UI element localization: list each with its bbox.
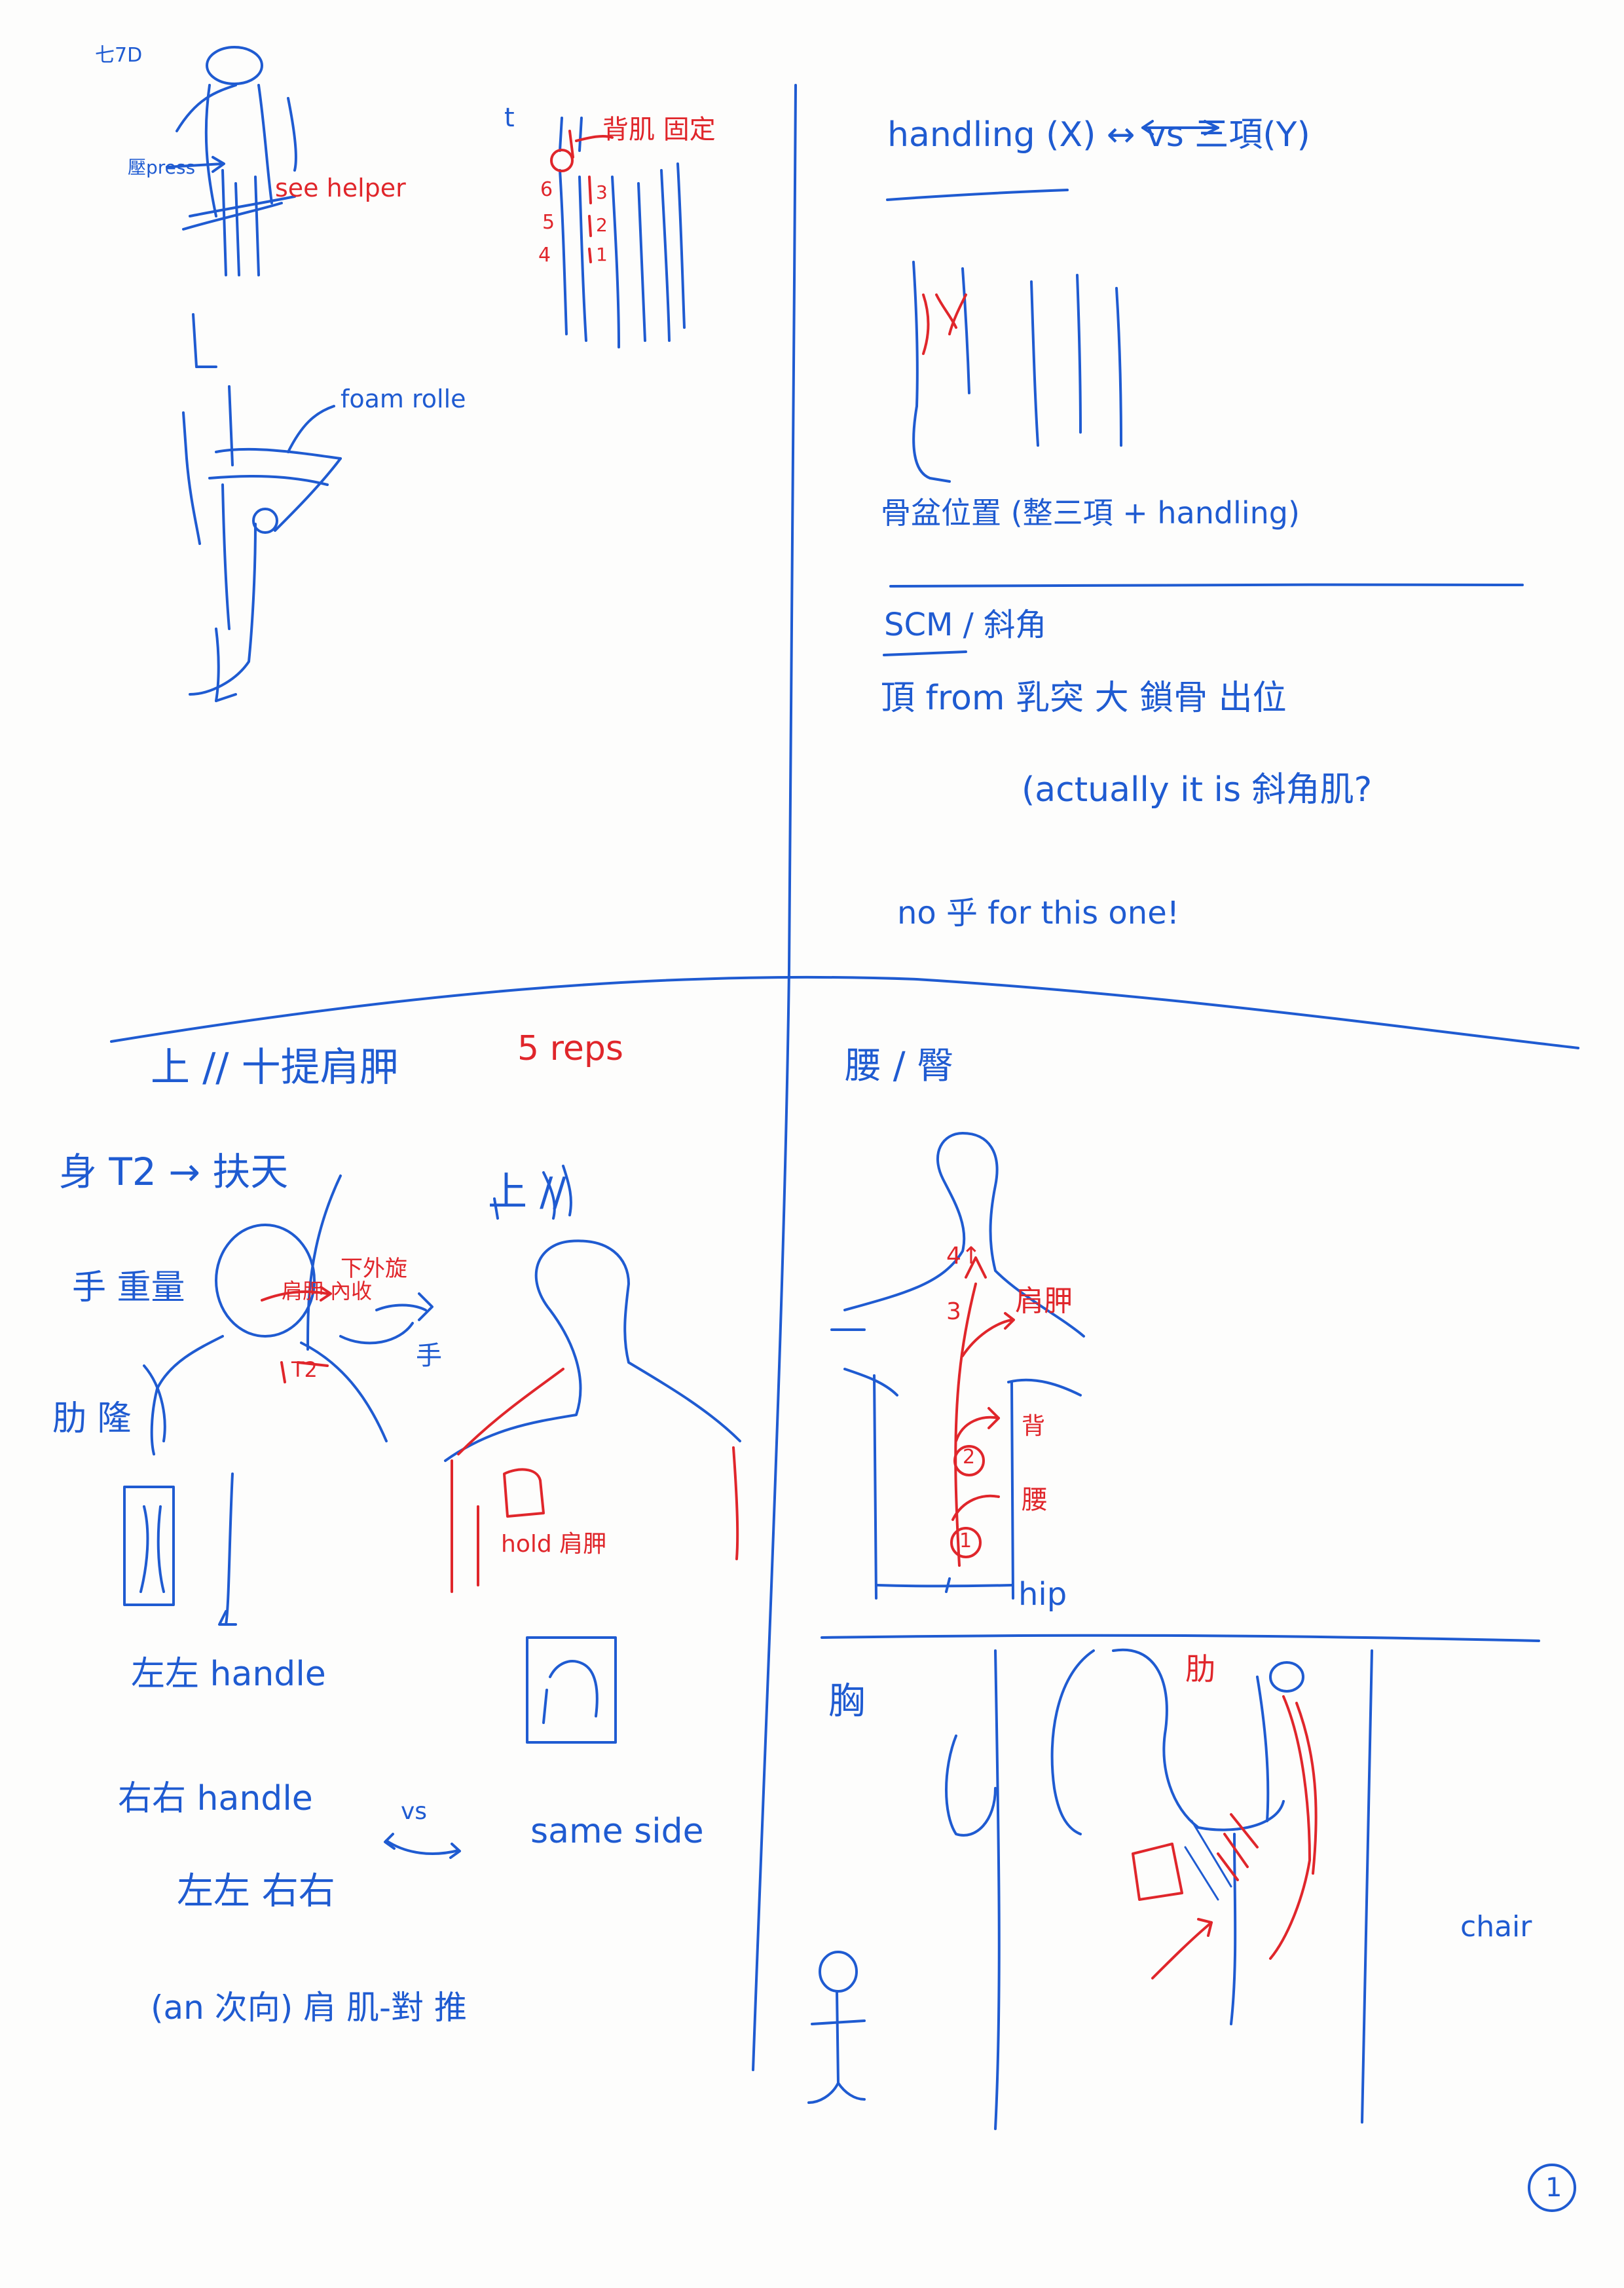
side-note-ribs: 肋 隆 <box>52 1399 132 1438</box>
spine-number-4: 4 <box>538 244 551 267</box>
press-note: 壓press <box>128 157 196 178</box>
scm-line-2: (actually it is 斜角肌? <box>1022 770 1373 810</box>
rib-number-1: 1 <box>596 244 608 265</box>
pelvis-red-marks <box>922 293 967 355</box>
back-label-4: 4↑ <box>946 1243 982 1269</box>
shoulder-label: 肩胛 <box>1015 1285 1073 1318</box>
page-number-circle <box>1528 2164 1576 2212</box>
lateral-label: 上 // <box>488 1169 566 1215</box>
foam-roller-sketch <box>182 313 342 702</box>
red-note-rotation: 下外旋 <box>341 1256 407 1282</box>
bottom-note: (an 次向) 肩 肌-對 推 <box>151 1989 467 2027</box>
see-helper-note: see helper <box>275 174 406 202</box>
chair-note: chair <box>1460 1910 1532 1943</box>
press-arrow <box>166 156 225 173</box>
shoulder-blade-title: 上 // 十提肩胛 <box>151 1045 399 1091</box>
hip-label: hip <box>1018 1576 1067 1613</box>
top-right-red-note: 背肌 固定 <box>602 115 716 145</box>
vs-arrows <box>384 1833 461 1859</box>
left-torso-sketch <box>123 1174 434 1626</box>
right-torso-red <box>451 1368 739 1593</box>
chest-figure-sketch <box>807 1648 1373 2130</box>
back-label-3: 3 <box>946 1298 961 1325</box>
rib-number-2: 2 <box>596 214 608 236</box>
pelvis-caption: 骨盆位置 (整三項 + handling) <box>881 495 1300 531</box>
lower-back-title: 腰 / 臀 <box>845 1045 954 1087</box>
chest-title: 胸 <box>828 1680 865 1723</box>
t2-note: 身 T2 → 扶天 <box>59 1150 289 1194</box>
spine-number-5: 5 <box>542 211 555 234</box>
back-figure-red <box>950 1256 1015 1567</box>
standing-figure-sketch <box>175 46 297 276</box>
side-note-weight: 手 重量 <box>72 1268 185 1307</box>
handling-heading: handling (X) ↔ vs 三項(Y) <box>887 115 1310 155</box>
back-label-2: 2 <box>963 1446 976 1469</box>
same-side-note: same side <box>530 1812 704 1851</box>
chest-red-label: 肋 <box>1185 1651 1215 1687</box>
pelvis-columns <box>912 261 1122 483</box>
chest-figure-blue-hatch <box>1184 1820 1232 1901</box>
red-note-retraction: 肩胛 內收 <box>282 1279 373 1303</box>
hold-note: hold 肩胛 <box>501 1531 607 1558</box>
vs-label: vs <box>401 1798 428 1825</box>
back-figure-sketch <box>830 1132 1085 1600</box>
scm-underline <box>883 650 967 656</box>
corner-note: 七7D <box>95 44 143 67</box>
left-torso-red <box>261 1286 332 1383</box>
chest-figure-red <box>1132 1695 1318 1979</box>
top-left-mini-label: t <box>504 103 515 133</box>
handling-underline <box>886 120 1219 201</box>
list-item-1: 左左 handle <box>131 1655 326 1694</box>
quadrant-dividers <box>110 84 1579 2071</box>
scm-line-1: 頂 from 乳突 大 鎖骨 出位 <box>881 679 1287 718</box>
hand-note: 手 <box>416 1341 442 1371</box>
scm-line-3: no 乎 for this one! <box>897 895 1179 931</box>
spine-columns <box>559 117 686 348</box>
t2-red-label: T2 <box>291 1357 318 1382</box>
reps-note: 5 reps <box>517 1029 623 1068</box>
list-item-2: 右右 handle <box>118 1779 313 1818</box>
page-number: 1 <box>1545 2173 1562 2203</box>
waist-label: 腰 <box>1022 1485 1048 1515</box>
rib-number-3: 3 <box>596 181 608 203</box>
scm-title: SCM / 斜角 <box>884 607 1047 643</box>
mid-back-label: 背 <box>1022 1413 1046 1440</box>
right-torso-sketch <box>444 1165 741 1744</box>
back-label-1: 1 <box>959 1529 972 1552</box>
foam-roller-note: foam rolle <box>341 384 466 413</box>
list-item-3: 左左 右右 <box>177 1870 335 1913</box>
spine-red-marks <box>550 130 614 263</box>
spine-number-6: 6 <box>540 178 553 201</box>
